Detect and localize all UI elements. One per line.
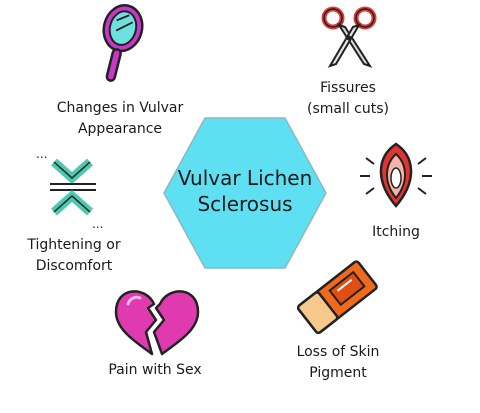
label-tightening: Tightening or Discomfort	[14, 235, 134, 277]
label-fissures-line2: (small cuts)	[306, 101, 390, 117]
label-pain-line1: Pain with Sex	[108, 362, 202, 378]
compress-arrows-icon: ... ...	[36, 147, 103, 231]
eraser-icon	[296, 260, 378, 335]
label-tightening-line1: Tightening or	[27, 237, 121, 253]
label-fissures: Fissures (small cuts)	[278, 78, 418, 120]
label-pain: Pain with Sex	[90, 360, 220, 381]
label-pigment-line1: Loss of Skin	[296, 344, 380, 360]
label-tightening-line2: Discomfort	[35, 258, 113, 274]
svg-text:...: ...	[92, 217, 103, 231]
label-appearance-line1: Changes in Vulvar	[56, 100, 184, 116]
svg-text:...: ...	[36, 147, 47, 161]
label-appearance-line2: Appearance	[77, 121, 163, 137]
broken-heart-icon	[114, 290, 200, 356]
label-itching: Itching	[356, 222, 436, 243]
label-appearance: Changes in Vulvar Appearance	[40, 98, 200, 140]
center-title-line1: Vulvar Lichen	[177, 166, 313, 190]
label-itching-line1: Itching	[372, 224, 420, 240]
itching-vulva-icon	[360, 142, 432, 208]
label-pigment: Loss of Skin Pigment	[268, 342, 408, 384]
center-title-line2: Sclerosus	[197, 192, 293, 216]
label-pigment-line2: Pigment	[309, 365, 367, 381]
hand-mirror-icon	[102, 4, 144, 82]
scissors-icon	[321, 6, 377, 68]
label-fissures-line1: Fissures	[320, 80, 376, 96]
center-title: Vulvar Lichen Sclerosus	[160, 165, 330, 217]
